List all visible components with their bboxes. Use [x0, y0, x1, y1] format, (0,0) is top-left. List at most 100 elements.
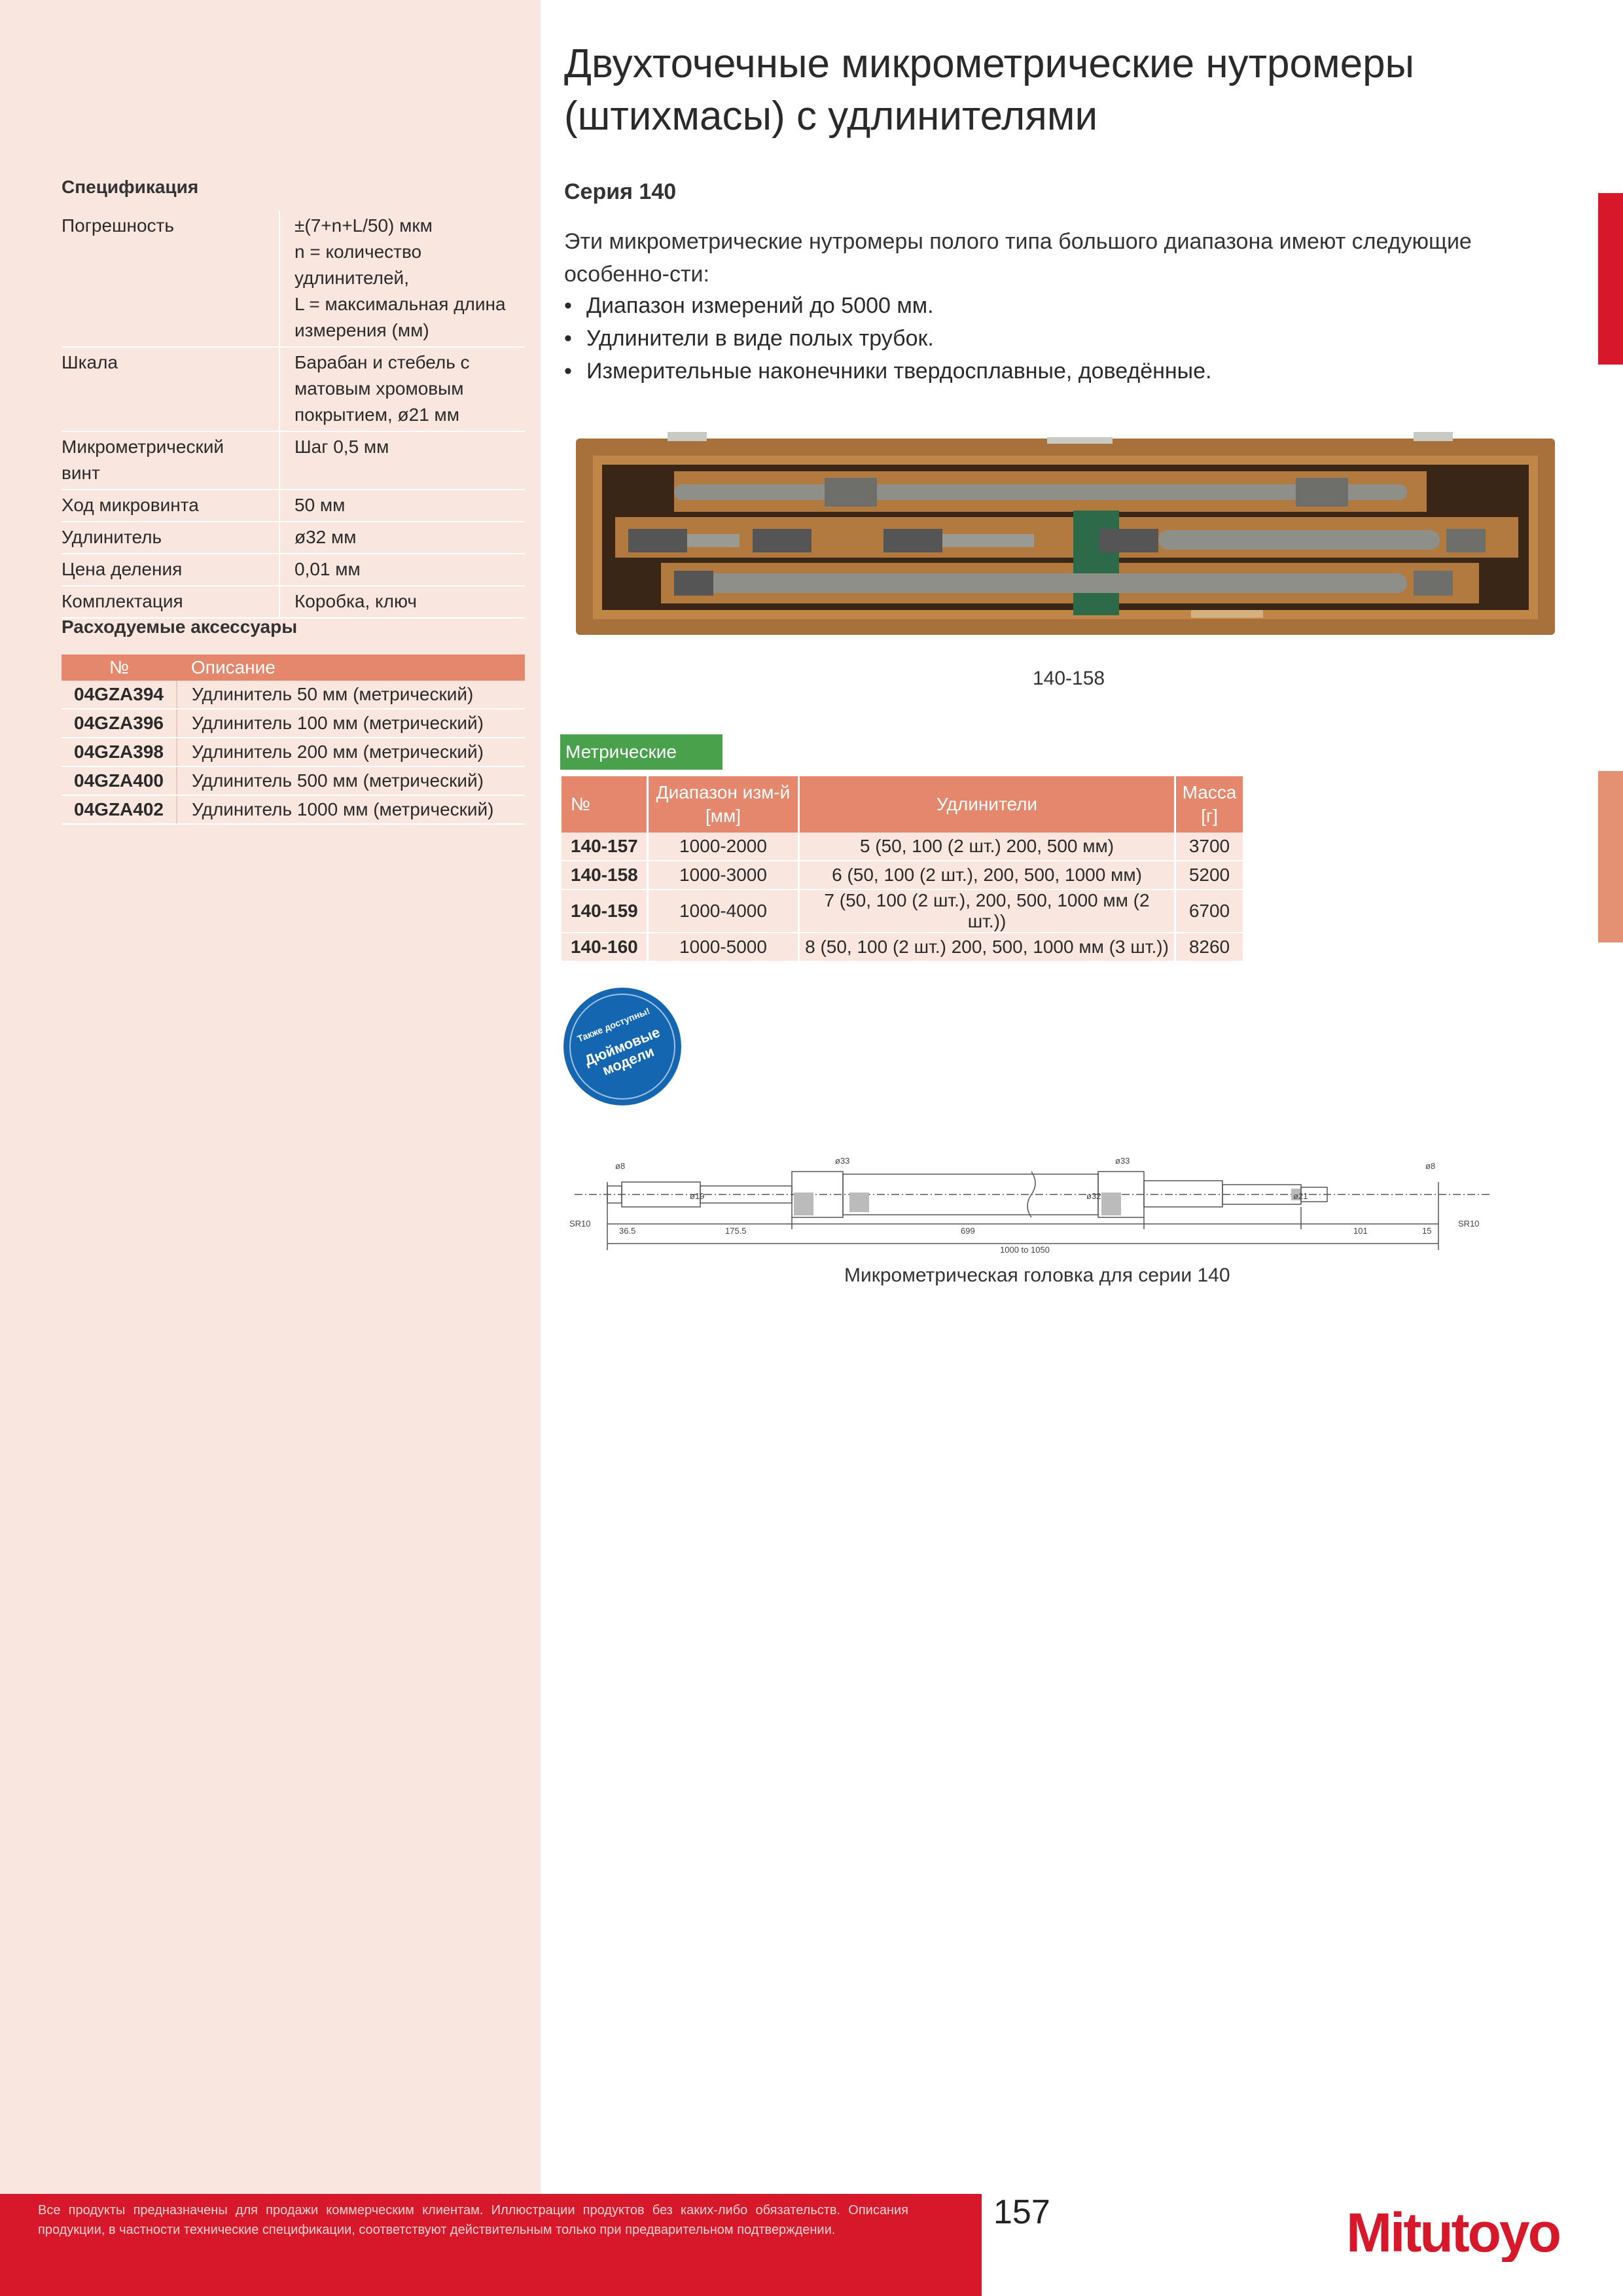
metric-range: 1000-2000 — [647, 833, 800, 861]
spec-key: Комплектация — [62, 586, 280, 619]
section-tab-red — [1598, 193, 1623, 365]
dim-label: 699 — [961, 1226, 975, 1236]
dim-label: 1000 to 1050 — [1000, 1245, 1050, 1255]
dim-label: ø33 — [835, 1156, 849, 1166]
metric-mass: 8260 — [1175, 933, 1245, 962]
metric-header-no: № — [562, 776, 649, 833]
spec-value: Коробка, ключ — [279, 586, 525, 619]
dim-label: ø33 — [1115, 1156, 1130, 1166]
footer-disclaimer: Все продукты предназначены для продажи к… — [38, 2203, 908, 2237]
spec-value: Шаг 0,5 мм — [279, 431, 525, 490]
dim-label: 175.5 — [725, 1226, 747, 1236]
inch-models-badge: Также доступны! Дюймовые модели — [563, 988, 681, 1105]
dim-label: 15 — [1422, 1226, 1431, 1236]
metric-mass: 6700 — [1175, 889, 1245, 933]
spec-title: Спецификация — [62, 177, 199, 197]
feature-list: Диапазон измерений до 5000 мм. Удлинител… — [564, 289, 1211, 387]
spec-value: 0,01 мм — [279, 554, 525, 586]
feature-item: Диапазон измерений до 5000 мм. — [564, 289, 1211, 322]
metric-extensions: 5 (50, 100 (2 шт.) 200, 500 мм) — [798, 833, 1176, 861]
spec-key: Удлинитель — [62, 522, 280, 554]
page-number: 157 — [993, 2193, 1050, 2231]
dim-label: 36.5 — [619, 1226, 635, 1236]
dim-label: SR10 — [1458, 1219, 1480, 1229]
intro-text: Эти микрометрические нутромеры полого ти… — [564, 229, 1472, 287]
brand-logo-text: Mitutoyo — [1346, 2202, 1560, 2262]
page-title-line-2: (штихмасы) с удлинителями — [564, 94, 1098, 139]
accessories-title: Расходуемые аксессуары — [62, 617, 298, 637]
accessories-header-no: № — [62, 655, 177, 681]
dim-label: ø32 — [1086, 1191, 1101, 1201]
feature-item: Удлинители в виде полых трубок. — [564, 322, 1211, 355]
spec-value: ±(7+n+L/50) мкм n = количество удлинител… — [279, 211, 525, 348]
metric-extensions: 8 (50, 100 (2 шт.) 200, 500, 1000 мм (3 … — [798, 933, 1176, 962]
metric-header-row: № Диапазон изм-й [мм] Удлинители Масса [… — [562, 776, 1245, 833]
dim-label: ø8 — [1425, 1161, 1435, 1171]
page-title: Двухточечные микрометрические нутромеры … — [564, 38, 1559, 143]
dim-label: ø8 — [615, 1161, 625, 1171]
metric-header-range: Диапазон изм-й [мм] — [647, 776, 800, 833]
spec-key: Цена деления — [62, 554, 280, 586]
footer-band — [0, 2194, 982, 2296]
metric-header-extensions: Удлинители — [798, 776, 1176, 833]
metric-models-table: № Диапазон изм-й [мм] Удлинители Масса [… — [562, 776, 1245, 962]
metric-range: 1000-5000 — [647, 933, 800, 962]
spec-value: Барабан и стебель с матовым хромовым пок… — [279, 347, 525, 432]
accessory-description: Удлинитель 1000 мм (метрический) — [177, 795, 525, 825]
metric-model-no: 140-157 — [562, 833, 649, 861]
section-tab-salmon — [1598, 771, 1623, 942]
dim-label: ø19 — [690, 1191, 704, 1201]
brand-logo: Mitutoyo — [1346, 2202, 1562, 2262]
metric-header-mass: Масса [г] — [1175, 776, 1245, 833]
spec-table: Погрешность±(7+n+L/50) мкм n = количеств… — [62, 211, 525, 619]
accessory-description: Удлинитель 50 мм (метрический) — [177, 681, 525, 709]
photo-caption: 140-158 — [1033, 668, 1105, 689]
metric-extensions: 7 (50, 100 (2 шт.), 200, 500, 1000 мм (2… — [798, 889, 1176, 933]
drawing-caption: Микрометрическая головка для серии 140 — [844, 1265, 1230, 1286]
spec-key: Шкала — [62, 347, 280, 432]
metric-mass: 3700 — [1175, 833, 1245, 861]
accessory-code: 04GZA402 — [62, 795, 177, 825]
accessory-code: 04GZA400 — [62, 766, 177, 796]
metric-range: 1000-4000 — [647, 889, 800, 933]
accessory-code: 04GZA398 — [62, 738, 177, 767]
product-photo-case — [576, 432, 1555, 635]
accessories-header-desc: Описание — [177, 655, 525, 681]
accessory-code: 04GZA396 — [62, 709, 177, 738]
accessory-code: 04GZA394 — [62, 681, 177, 709]
accessories-header-row: № Описание — [62, 655, 525, 681]
metric-model-no: 140-160 — [562, 933, 649, 962]
metric-model-no: 140-159 — [562, 889, 649, 933]
feature-item: Измерительные наконечники твердосплавные… — [564, 355, 1211, 387]
spec-value: ø32 мм — [279, 522, 525, 554]
spec-key: Микрометрический винт — [62, 431, 280, 490]
micrometer-head-drawing: ø8 ø19 ø33 ø32 ø33 ø21 ø8 SR10 36.5 175.… — [569, 1156, 1491, 1255]
dim-label: SR10 — [569, 1219, 591, 1229]
metric-model-no: 140-158 — [562, 861, 649, 890]
series-label: Серия 140 — [564, 179, 677, 204]
accessory-description: Удлинитель 200 мм (метрический) — [177, 738, 525, 767]
dim-label: ø21 — [1293, 1191, 1308, 1201]
spec-key: Ход микровинта — [62, 490, 280, 522]
page-title-line-1: Двухточечные микрометрические нутромеры — [564, 41, 1415, 86]
spec-key: Погрешность — [62, 211, 280, 348]
accessory-description: Удлинитель 100 мм (метрический) — [177, 709, 525, 738]
metric-extensions: 6 (50, 100 (2 шт.), 200, 500, 1000 мм) — [798, 861, 1176, 890]
metric-mass: 5200 — [1175, 861, 1245, 890]
metric-section-label: Метрические — [560, 734, 722, 770]
